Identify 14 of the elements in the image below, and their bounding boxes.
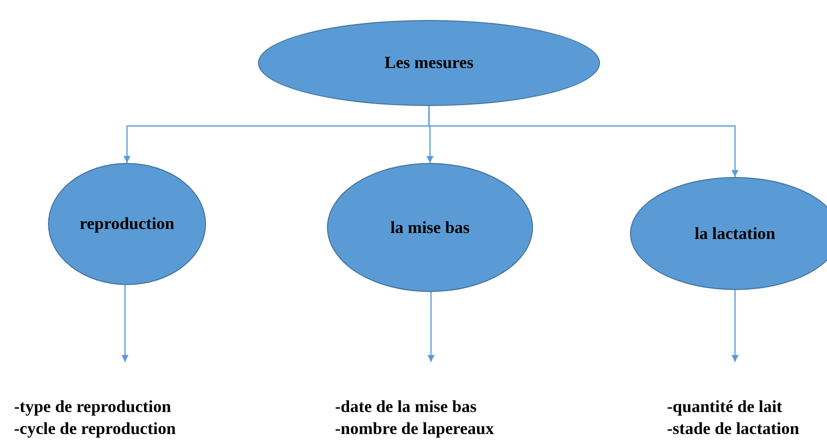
list-item-text: -nombre de lapereaux <box>335 418 495 440</box>
arrow <box>428 106 738 177</box>
list-item-text: -cycle de reproduction <box>14 418 177 440</box>
arrow <box>732 290 738 362</box>
node-label: reproduction <box>80 214 174 234</box>
list-item-text: -type de reproduction <box>14 396 172 418</box>
node-label: Les mesures <box>384 53 474 73</box>
arrow <box>122 285 128 362</box>
list-item-text: -date de la mise bas <box>335 396 478 418</box>
arrow <box>428 292 434 362</box>
list-item-text: -quantité de lait <box>667 396 784 418</box>
list-item-text: -stade de lactation <box>667 418 800 440</box>
node-label: la mise bas <box>390 218 470 238</box>
node-label: la lactation <box>694 224 776 244</box>
